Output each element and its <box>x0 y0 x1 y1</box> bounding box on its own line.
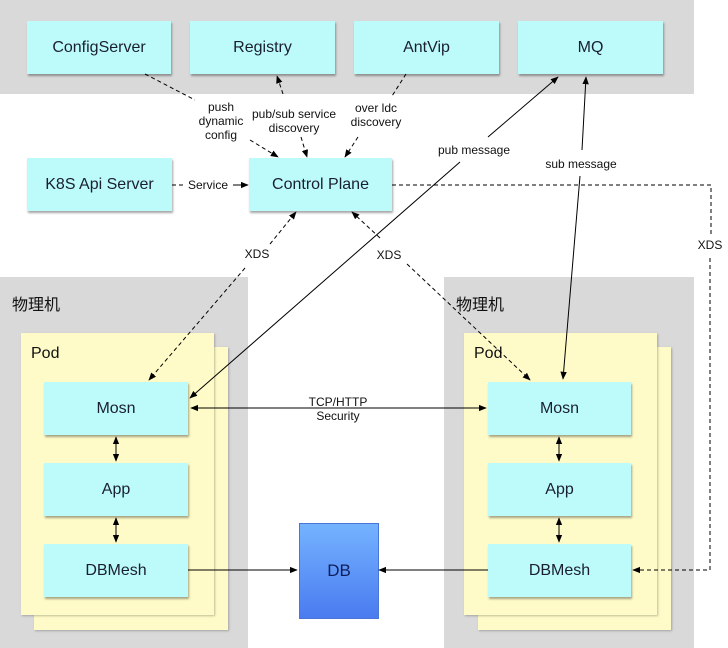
pod-left-title: Pod <box>31 345 60 362</box>
label-xds-right: XDS <box>695 238 725 252</box>
dbmesh-left-node[interactable]: DBMesh <box>44 544 188 597</box>
label-pubsub-discovery: pub/sub service discovery <box>251 107 337 135</box>
app-left-node[interactable]: App <box>44 463 188 516</box>
label-sub-message: sub message <box>545 157 617 171</box>
antvip-node[interactable]: AntVip <box>354 21 499 74</box>
edge-xds-right-upper <box>351 211 381 239</box>
dbmesh-right-node[interactable]: DBMesh <box>488 544 631 597</box>
edge-control-plane-dbmesh-xds <box>392 184 712 236</box>
label-xds-left: XDS <box>244 247 270 261</box>
edge-xds-left-upper <box>269 211 297 245</box>
k8s-api-server-node[interactable]: K8S Api Server <box>27 158 172 211</box>
edge-antvip-control-plane <box>344 136 359 158</box>
registry-node[interactable]: Registry <box>190 21 335 74</box>
label-pub-message: pub message <box>437 143 511 157</box>
mosn-right-node[interactable]: Mosn <box>488 382 631 435</box>
label-push-config: push dynamic config <box>198 100 244 142</box>
app-right-node[interactable]: App <box>488 463 631 516</box>
pod-right-title: Pod <box>474 345 503 362</box>
label-xds-mid: XDS <box>376 248 402 262</box>
label-mosn-link: TCP/HTTP Security <box>308 395 368 423</box>
mosn-left-node[interactable]: Mosn <box>44 382 188 435</box>
label-ldc-discovery: over ldc discovery <box>350 101 402 129</box>
edge-configserver-control-plane-tail <box>249 139 279 158</box>
edge-registry-down <box>300 136 308 158</box>
label-service: Service <box>185 178 231 192</box>
configserver-node[interactable]: ConfigServer <box>27 21 171 74</box>
db-node[interactable]: DB <box>299 523 379 619</box>
mq-node[interactable]: MQ <box>518 21 663 74</box>
control-plane-node[interactable]: Control Plane <box>249 158 392 211</box>
host-left-title: 物理机 <box>12 295 61 314</box>
host-right-title: 物理机 <box>456 295 505 314</box>
